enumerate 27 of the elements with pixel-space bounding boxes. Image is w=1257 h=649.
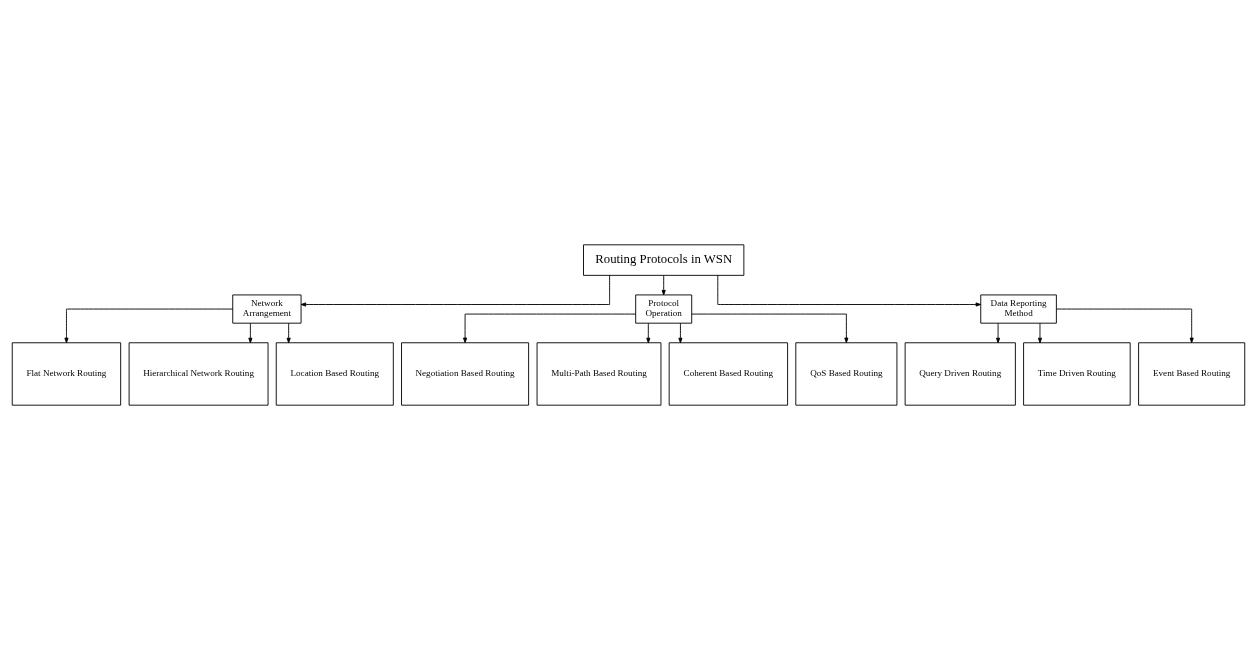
- node-box: Network Arrangement: [232, 293, 302, 324]
- arrow: [691, 313, 849, 343]
- node-box: Routing Protocols in WSN: [583, 243, 745, 276]
- node-box: Location Based Routing: [275, 341, 394, 406]
- arrow: [646, 322, 651, 343]
- arrow: [1056, 308, 1194, 343]
- node-box: Time Driven Routing: [1023, 341, 1131, 406]
- node-box: Negotiation Based Routing: [401, 341, 530, 406]
- arrow: [300, 274, 611, 307]
- node-box: Event Based Routing: [1138, 341, 1246, 406]
- node-box: Data Reporting Method: [980, 293, 1057, 324]
- arrow: [463, 313, 637, 343]
- node-box: Flat Network Routing: [11, 341, 122, 406]
- arrow: [248, 322, 253, 343]
- arrow: [286, 322, 291, 343]
- arrow: [661, 274, 666, 295]
- node-box: Coherent Based Routing: [668, 341, 789, 406]
- arrow: [996, 322, 1001, 343]
- node-box: Protocol Operation: [635, 293, 693, 324]
- arrow: [717, 274, 982, 307]
- node-box: QoS Based Routing: [795, 341, 898, 406]
- arrow: [678, 322, 683, 343]
- arrow: [1037, 322, 1043, 343]
- arrow: [64, 308, 234, 343]
- node-box: Query Driven Routing: [904, 341, 1016, 406]
- node-box: Hierarchical Network Routing: [128, 341, 269, 406]
- node-box: Multi-Path Based Routing: [536, 341, 662, 406]
